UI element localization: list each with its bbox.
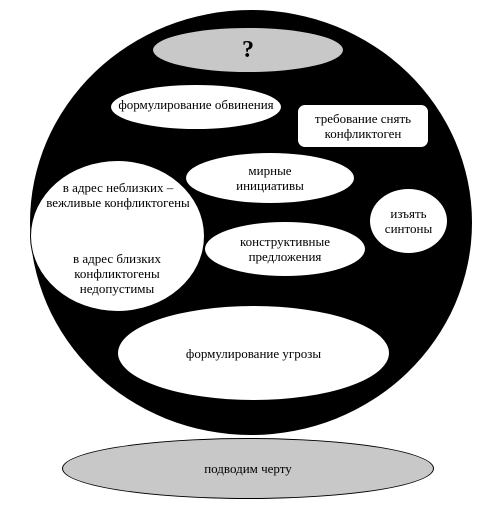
oval-polite-conflictogens	[30, 160, 205, 312]
label-peace-initiatives: мирные инициативы	[236, 163, 304, 193]
oval-remove-syntons: изъять синтоны	[369, 188, 448, 254]
oval-peace-initiatives: мирные инициативы	[185, 152, 355, 204]
label-accusation: формулирование обвинения	[118, 97, 274, 112]
label-distant-polite: в адрес неблизких – вежливые конфликтоге…	[46, 180, 190, 210]
top-oval: ?	[152, 27, 344, 73]
oval-accusation: формулирование обвинения	[110, 84, 282, 130]
label-constructive: конструктивные предложения	[240, 234, 330, 264]
oval-constructive: конструктивные предложения	[204, 221, 366, 277]
bottom-oval: подводим черту	[62, 438, 434, 499]
oval-threat: формулирование угрозы	[117, 305, 390, 401]
label-remove-conflictogen: требование снять конфликтоген	[314, 111, 412, 141]
label-close-unacceptable: в адрес близких конфликтогены недопустим…	[72, 251, 162, 296]
label-threat: формулирование угрозы	[185, 345, 322, 361]
label-bottom: подводим черту	[204, 461, 292, 476]
question-mark: ?	[242, 36, 254, 63]
box-remove-conflictogen: требование снять конфликтоген	[297, 104, 429, 148]
label-remove-syntons: изъять синтоны	[384, 206, 433, 236]
